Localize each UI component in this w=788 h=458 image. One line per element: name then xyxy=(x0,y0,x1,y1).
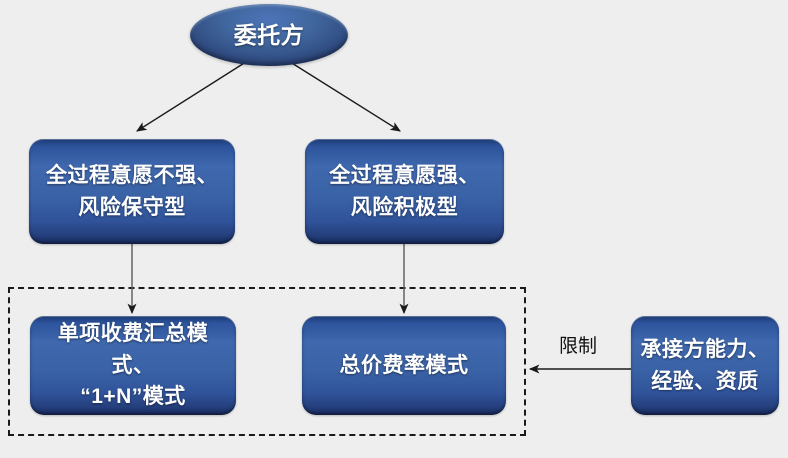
edge-label-constraint: 限制 xyxy=(559,336,598,357)
node-contractor-capability[interactable]: 承接方能力、 经验、资质 xyxy=(631,316,779,415)
node-mode-itemized-label: 单项收费汇总模式、 “1+N”模式 xyxy=(57,322,209,409)
node-root-client-label: 委托方 xyxy=(233,21,305,48)
node-branch-low-willingness[interactable]: 全过程意愿不强、 风险保守型 xyxy=(29,139,235,244)
edge-root-to-branch-left xyxy=(136,59,250,132)
node-branch-high-willingness[interactable]: 全过程意愿强、 风险积极型 xyxy=(305,139,504,244)
node-branch-high-willingness-label: 全过程意愿强、 风险积极型 xyxy=(329,164,480,219)
node-mode-itemized[interactable]: 单项收费汇总模式、 “1+N”模式 xyxy=(30,316,236,415)
node-mode-lumpsum-rate-label: 总价费率模式 xyxy=(339,353,469,377)
node-contractor-capability-label: 承接方能力、 经验、资质 xyxy=(640,338,770,393)
edge-root-to-branch-right xyxy=(286,59,401,132)
node-root-client[interactable]: 委托方 xyxy=(190,4,348,66)
node-branch-low-willingness-label: 全过程意愿不强、 风险保守型 xyxy=(46,164,218,219)
fee-mode-group-region xyxy=(8,287,526,436)
node-mode-lumpsum-rate[interactable]: 总价费率模式 xyxy=(302,316,506,415)
